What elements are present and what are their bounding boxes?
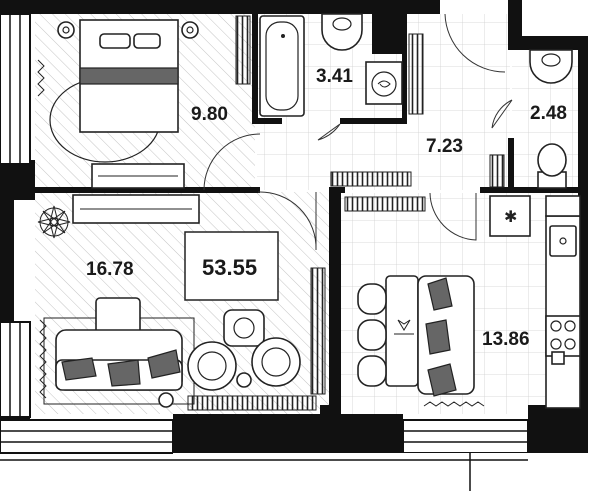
coffee-table <box>95 297 141 335</box>
stove <box>545 315 581 357</box>
dining-table <box>385 275 419 387</box>
kitchen-sink <box>549 225 577 257</box>
toilet-room-furniture <box>529 49 573 189</box>
washing-machine <box>365 61 403 105</box>
electrical-cabinet <box>489 195 531 237</box>
living-room-furniture <box>37 194 301 408</box>
kitchen-furniture <box>357 195 581 409</box>
windows <box>0 13 600 491</box>
room-area-hallway: 7.23 <box>426 136 463 157</box>
svg-text:✱: ✱ <box>504 209 517 226</box>
room-area-toilet: 2.48 <box>530 103 567 124</box>
total-area-label: 53.55 <box>202 255 257 280</box>
area-labels: 9.80 3.41 2.48 7.23 16.78 13.86 53.55 <box>86 66 567 350</box>
plant <box>37 205 71 239</box>
fridge <box>545 195 581 217</box>
bathtub <box>259 15 305 117</box>
kitchen-sofa <box>417 275 475 397</box>
doors <box>203 13 513 251</box>
total-area-box <box>184 231 279 301</box>
dining-chairs <box>357 283 387 387</box>
hallway-furniture: ✱ <box>489 195 531 237</box>
radiators <box>187 15 505 411</box>
sink-bathroom <box>321 13 363 51</box>
bathroom-furniture <box>259 13 403 117</box>
armchair-left <box>187 341 237 391</box>
room-area-kitchen: 13.86 <box>482 329 530 350</box>
room-area-living-room: 16.78 <box>86 259 134 280</box>
room-area-bedroom: 9.80 <box>191 104 228 125</box>
side-table <box>223 309 265 347</box>
room-area-bathroom: 3.41 <box>316 66 353 87</box>
floor-lamp <box>236 372 252 388</box>
bedroom-furniture <box>37 19 199 189</box>
armchair-right <box>251 337 301 387</box>
lamp-small <box>158 392 174 408</box>
